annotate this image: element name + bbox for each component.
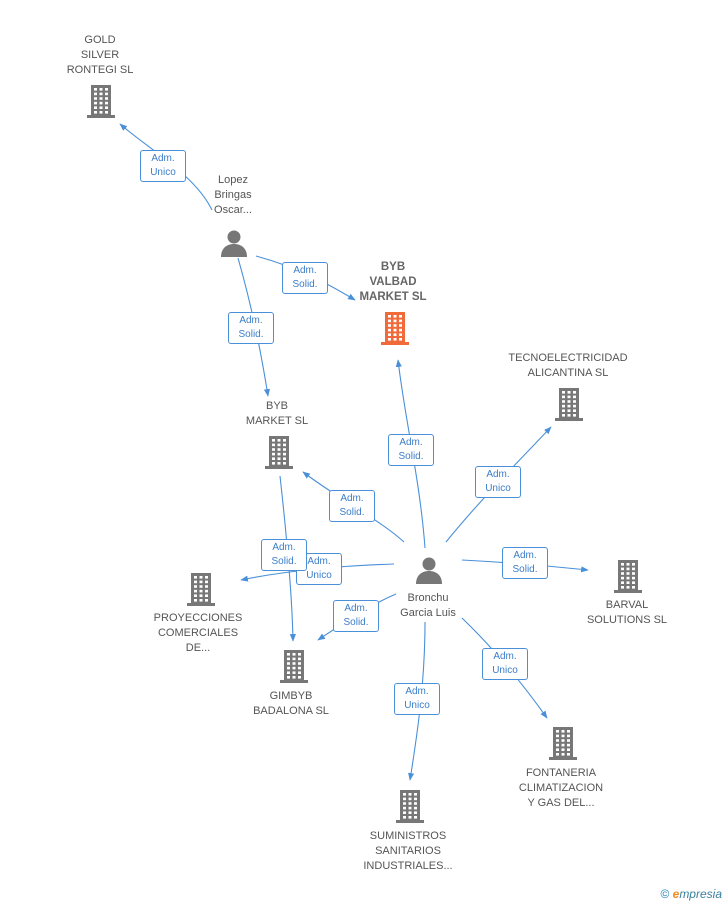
role-type: Solid.	[292, 279, 318, 290]
edge-label: Adm. Solid.	[228, 312, 274, 344]
footer-brand: © empresia	[660, 887, 722, 901]
role-type: Solid.	[271, 556, 297, 567]
edge-label: Adm. Unico	[475, 466, 521, 498]
brand-logo-e: e	[672, 887, 680, 901]
role-text: Adm.	[239, 315, 263, 326]
role-type: Solid.	[512, 564, 538, 575]
role-text: Adm.	[513, 550, 537, 561]
building-icon-main	[381, 312, 409, 345]
role-text: Adm.	[293, 265, 317, 276]
role-type: Unico	[485, 483, 511, 494]
edge-label: Adm. Solid.	[329, 490, 375, 522]
role-type: Unico	[150, 167, 176, 178]
edge-label: Adm. Solid.	[261, 539, 307, 571]
role-text: Adm.	[493, 651, 517, 662]
edge-label: Adm. Solid.	[388, 434, 434, 466]
building-icon-byb	[265, 436, 293, 469]
role-text: Adm.	[405, 686, 429, 697]
brand-name: mpresia	[679, 887, 722, 901]
role-type: Solid.	[343, 617, 369, 628]
role-text: Adm.	[399, 437, 423, 448]
role-text: Adm.	[340, 493, 364, 504]
role-type: Unico	[492, 665, 518, 676]
edge-label: Adm. Solid.	[333, 600, 379, 632]
building-icon-proyec	[187, 573, 215, 606]
edge-label: Adm. Solid.	[502, 547, 548, 579]
person-icon-bronchu	[416, 557, 442, 584]
role-text: Adm.	[486, 469, 510, 480]
role-text: Adm.	[272, 542, 296, 553]
role-type: Solid.	[238, 329, 264, 340]
role-text: Adm.	[307, 556, 331, 567]
edge-label: Adm. Unico	[482, 648, 528, 680]
edge-label: Adm. Unico	[394, 683, 440, 715]
role-text: Adm.	[344, 603, 368, 614]
edge-label: Adm. Solid.	[282, 262, 328, 294]
person-icon-lopez	[221, 230, 247, 257]
building-icon-gold	[87, 85, 115, 118]
role-type: Solid.	[398, 451, 424, 462]
role-type: Solid.	[339, 507, 365, 518]
building-icon-gimbyb	[280, 650, 308, 683]
building-icon-sumin	[396, 790, 424, 823]
role-type: Unico	[404, 700, 430, 711]
edge-label: Adm. Unico	[140, 150, 186, 182]
building-icon-barval	[614, 560, 642, 593]
building-icon-tecno	[555, 388, 583, 421]
role-text: Adm.	[151, 153, 175, 164]
copyright-icon: ©	[660, 887, 670, 901]
role-type: Unico	[306, 570, 332, 581]
building-icon-fonta	[549, 727, 577, 760]
